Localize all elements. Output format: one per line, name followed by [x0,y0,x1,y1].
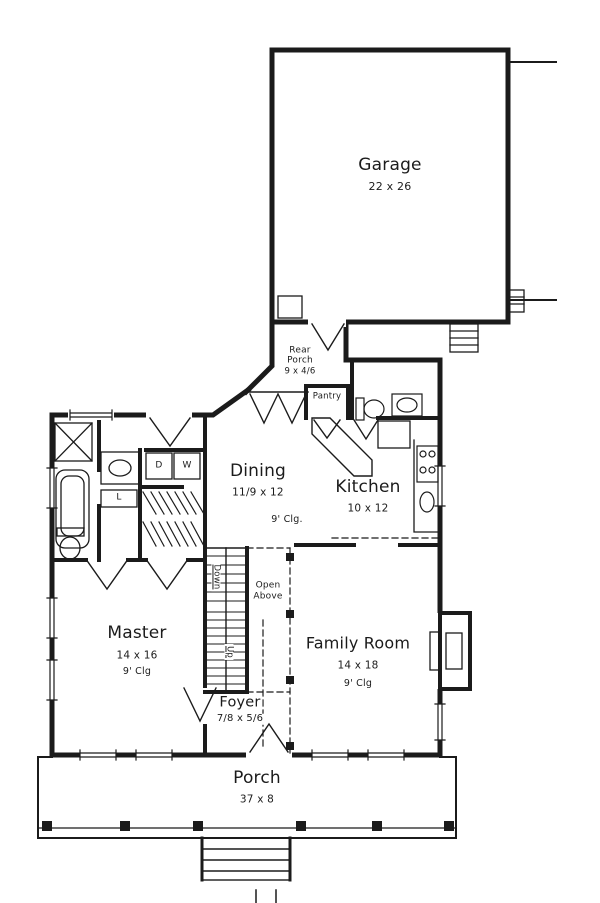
column-markers [286,553,294,750]
family-room-ceiling: 9' Clg [343,678,373,690]
kitchen-label: Kitchen [335,477,401,498]
master-ceiling: 9' Clg [122,666,152,678]
garage-dims: 22 x 26 [368,180,412,194]
linen-label: L [116,492,122,503]
rear-porch-label-line1: Rear [289,345,311,356]
open-above-label-line2: Above [253,591,283,602]
fireplace-icon [429,611,472,691]
porch-dims: 37 x 8 [239,793,275,806]
garage-utility-box-icon [277,295,303,319]
kitchen-sink-icon [419,491,435,513]
open-above-dashed-lines [246,537,439,754]
garage-side-steps-icon [449,323,479,353]
master-dims: 14 x 16 [116,649,158,662]
refrigerator-icon [377,420,411,449]
foyer-label: Foyer [217,694,263,711]
washer-label: W [182,460,192,471]
family-room-dims: 14 x 18 [337,659,379,672]
porch-columns [42,821,454,831]
interior-walls [50,358,442,757]
entry-steps-icon [200,836,292,882]
dryer-box [145,452,173,480]
window-icons [46,409,446,761]
dining-label: Dining [229,461,287,482]
garage-label: Garage [358,155,422,176]
garage-walls [269,47,511,325]
family-room-label: Family Room [305,633,411,653]
pantry-label: Pantry [312,391,342,402]
closet-hanging-icon [142,491,205,547]
open-above-label-line1: Open [255,580,281,591]
garage-stoop-steps-icon [507,289,525,313]
dining-ceiling: 9' Clg. [271,514,303,526]
kitchen-counter [413,439,441,533]
dining-dims: 11/9 x 12 [232,486,284,499]
porch-label: Porch [233,768,281,789]
range-icon [416,445,439,483]
washer-box [173,452,201,480]
kitchen-island [311,417,373,477]
walkway-marks [255,889,277,903]
rear-porch-dims: 9 x 4/6 [284,366,316,377]
driveway-lines [507,61,557,301]
shower-icon [54,422,93,462]
vanity-sink-icon [100,451,140,485]
half-bath-sink-icon [391,393,423,417]
toilet-icon [56,527,85,560]
half-bath-toilet-icon [355,397,385,421]
linen-closet-box [100,489,138,508]
door-swing-icons [87,323,379,753]
stairs-up-label: Up [224,643,235,661]
master-label: Master [107,623,167,644]
foyer-dims: 7/8 x 5/6 [214,712,266,725]
kitchen-dims: 10 x 12 [347,502,389,515]
rear-porch-label-line2: Porch [287,355,313,366]
dryer-label: D [155,460,163,471]
stairs-down-label: Down [211,562,222,592]
